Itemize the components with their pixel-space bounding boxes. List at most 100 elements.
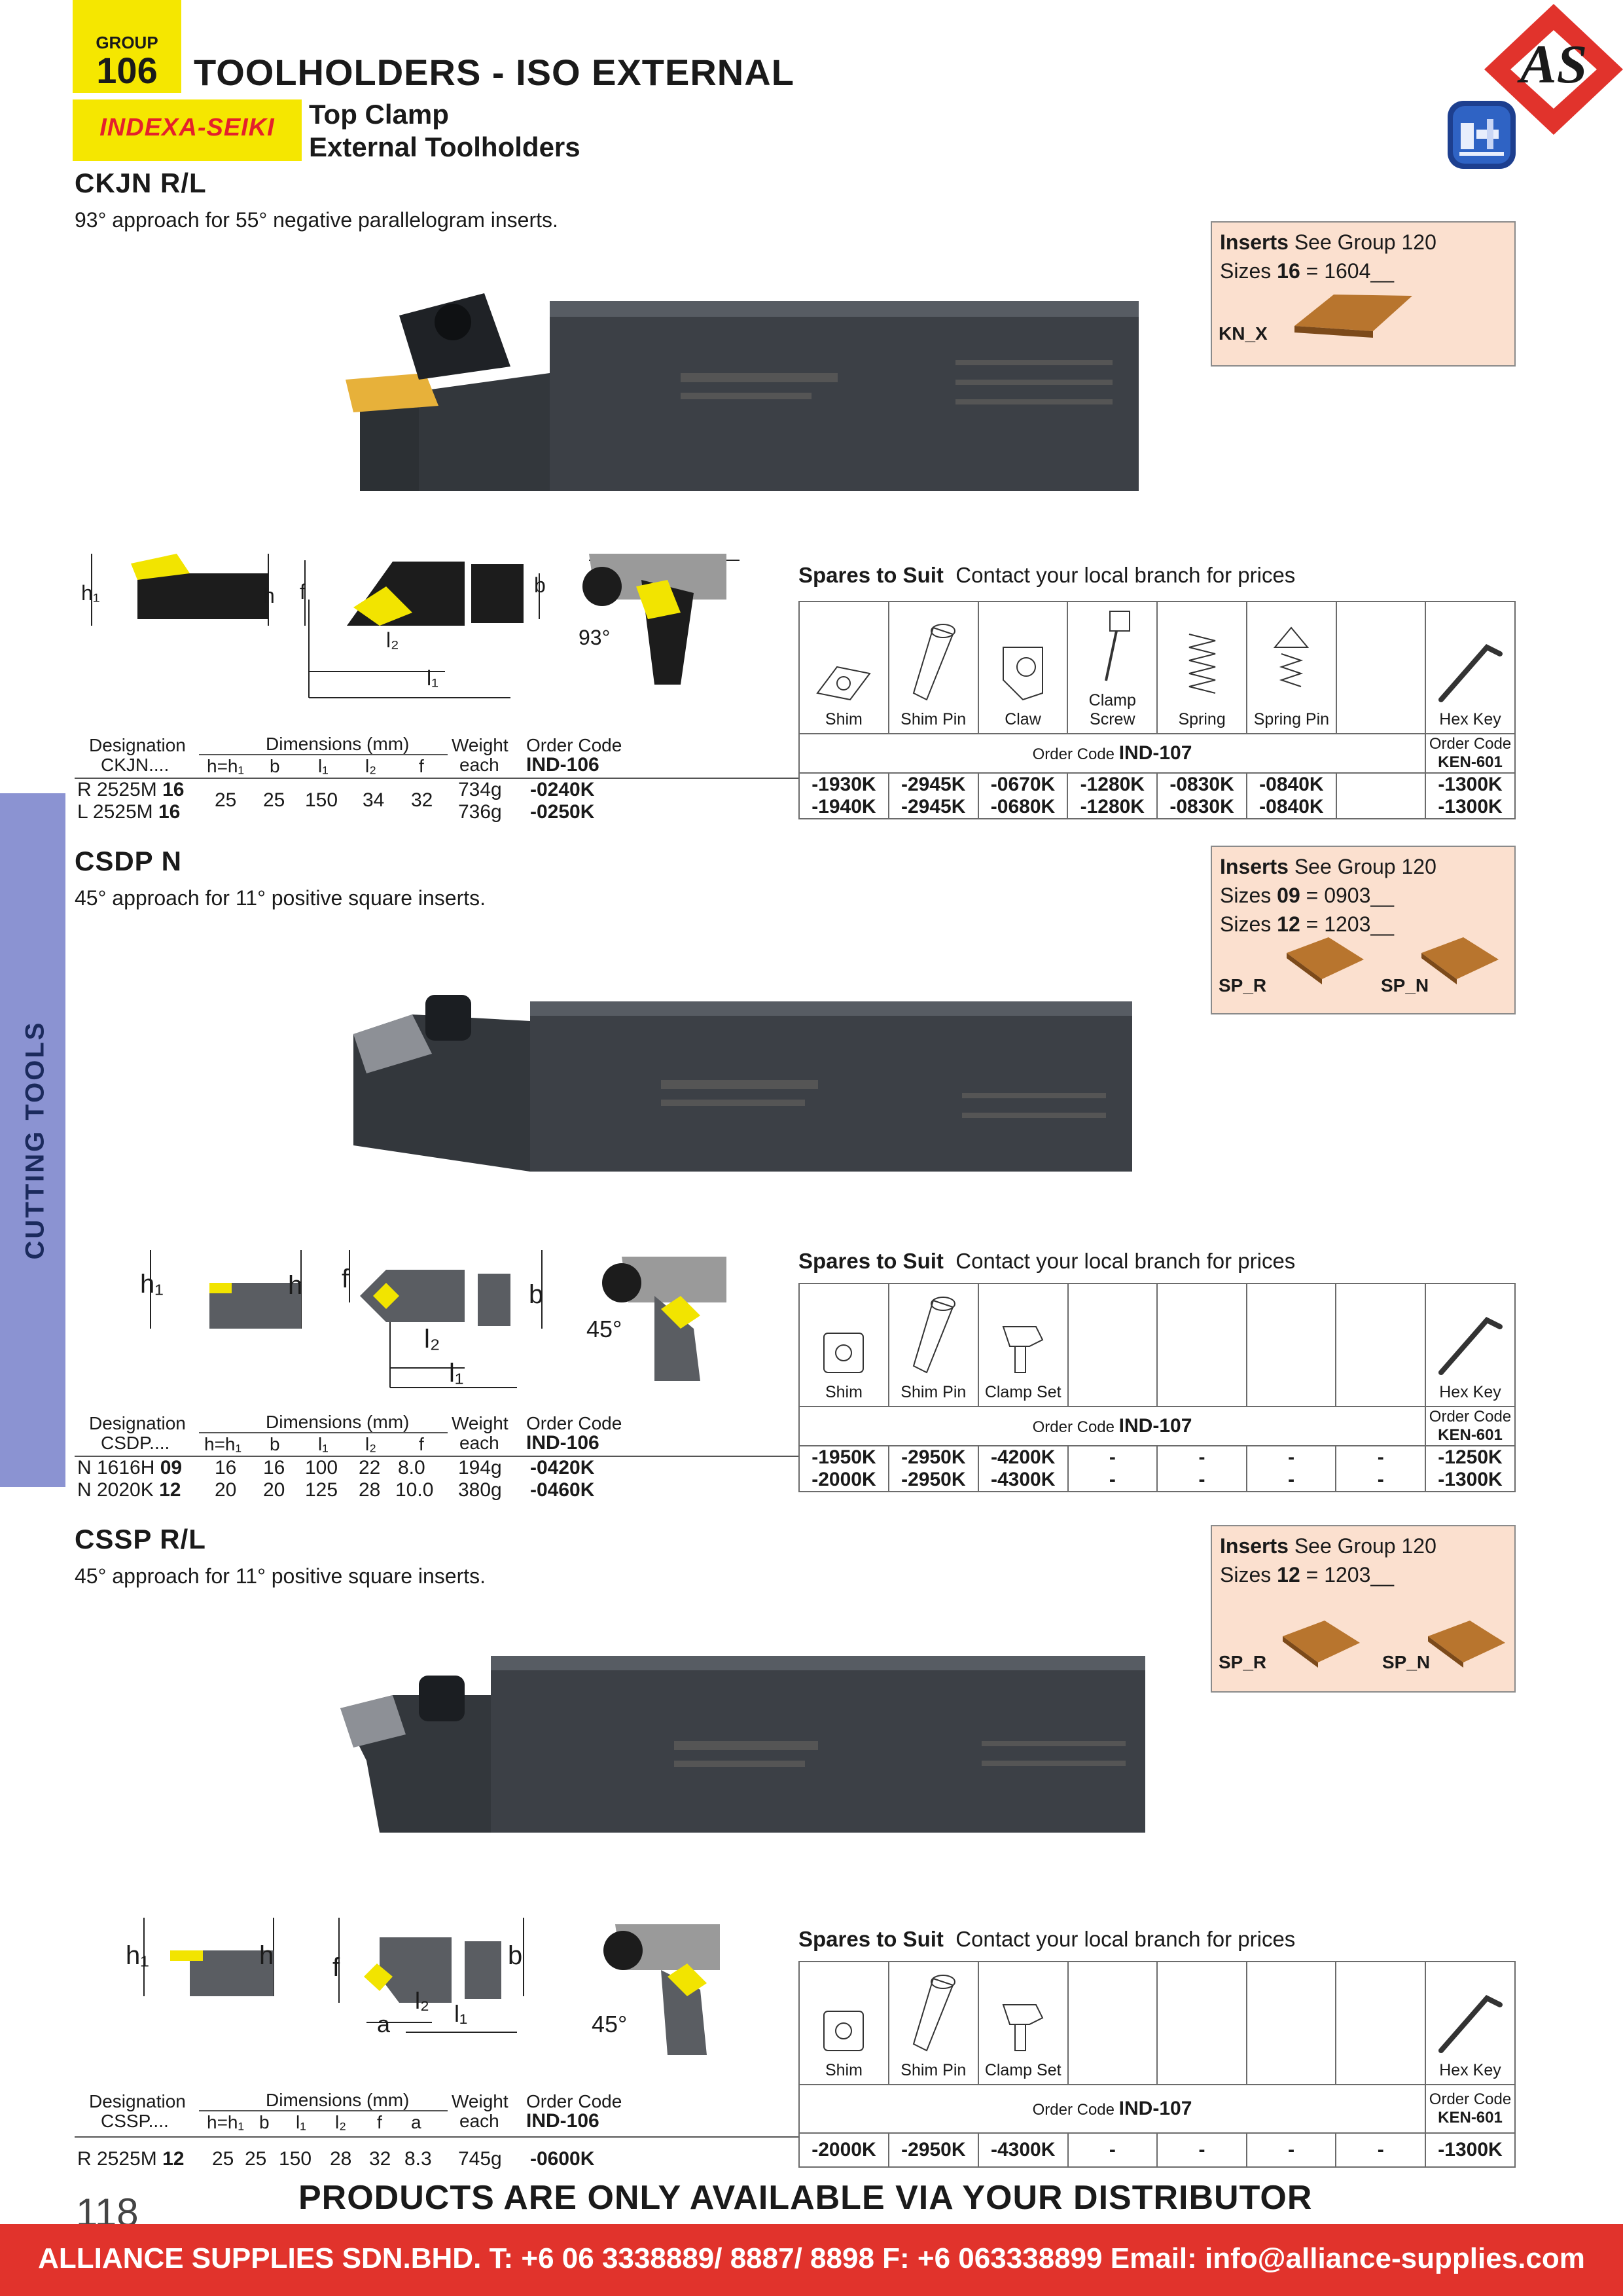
spare-code: --: [1156, 1445, 1247, 1492]
order-code-cell: Order Code IND-107: [798, 1406, 1426, 1446]
dim-value: 32: [411, 789, 433, 811]
inserts-box-ckjn: Inserts See Group 120 Sizes 16 = 1604__: [1211, 221, 1516, 367]
page-subtitle: Top Clamp External Toolholders: [309, 98, 580, 164]
spare-code: --: [1335, 1445, 1426, 1492]
spare-empty: [1335, 1961, 1426, 2085]
dim-label-l1: l₁: [427, 666, 438, 690]
inserts-group: See Group 120: [1294, 230, 1436, 254]
side-tab-label: CUTTING TOOLS: [20, 1020, 50, 1260]
shim-pin-icon: [913, 1975, 956, 2052]
dim-label-l2: l₂: [386, 628, 399, 652]
insert-label-sp-n: SP_N: [1381, 975, 1429, 996]
toolholder-photo-csdp: [353, 995, 1132, 1172]
col-f: f: [377, 2112, 382, 2132]
clamp-screw-icon: [1104, 611, 1130, 681]
section-title-cssp: CSSP R/L: [75, 1524, 206, 1554]
dim-label-h1: h₁: [126, 1941, 149, 1970]
hex-key-icon: [1438, 1995, 1503, 2053]
spare-clamp-set: Clamp Set: [977, 1961, 1069, 2085]
col-h: h=h₁: [207, 756, 244, 776]
spare-code: -1300K-1300K: [1425, 772, 1516, 819]
section-desc-csdp: 45° approach for 11° positive square ins…: [75, 886, 486, 910]
clamp-set-icon: [1002, 1326, 1044, 1373]
dim-label-h: h: [288, 1271, 303, 1300]
spare-empty: [1245, 1283, 1337, 1407]
insert-sp-n-icon: [1428, 1621, 1505, 1668]
dim-label-l2: l₂: [415, 1987, 429, 2014]
group-badge: [73, 0, 181, 93]
spares-heading-csdp: Spares to Suit Contact your local branch…: [798, 1249, 1296, 1273]
tech-drawing-csdp: [150, 1250, 726, 1388]
insert-sp-r-icon: [1287, 937, 1364, 984]
insert-size: 16: [1277, 259, 1300, 283]
spare-empty: [1067, 1961, 1158, 2085]
spare-empty: [1335, 1283, 1426, 1407]
spring-icon: [1188, 634, 1215, 694]
spare-claw: Claw: [977, 601, 1069, 734]
spare-empty: [1156, 1961, 1247, 2085]
spare-shim: Shim: [798, 1961, 889, 2085]
spare-empty: [1067, 1283, 1158, 1407]
col-f: f: [419, 756, 424, 776]
spare-code: -4300K: [977, 2132, 1069, 2168]
sizes-prefix: Sizes: [1220, 259, 1272, 283]
footer-contact: ALLIANCE SUPPLIES SDN.BHD. T: +6 06 3338…: [38, 2242, 1585, 2274]
col-l2: l₂: [365, 1434, 377, 1454]
col-l2: l₂: [365, 756, 377, 776]
spares-heading-cssp: Spares to Suit Contact your local branch…: [798, 1927, 1296, 1951]
spare-code: -: [1156, 2132, 1247, 2168]
spare-code: -2950K-2950K: [887, 1445, 979, 1492]
insert-kn-icon: [1294, 295, 1412, 338]
dim-label-h1: h₁: [140, 1270, 164, 1299]
dim-value: 25: [263, 789, 285, 811]
spare-hex-key: Hex Key: [1425, 1961, 1516, 2085]
distributor-note: PRODUCTS ARE ONLY AVAILABLE VIA YOUR DIS…: [298, 2179, 1313, 2217]
tech-drawing-ckjn: [91, 554, 740, 698]
toolholder-photo-cssp: [340, 1656, 1145, 1833]
brand-name: INDEXA-SEIKI: [99, 114, 275, 141]
dim-label-a: a: [377, 2011, 391, 2037]
inserts-label: Inserts: [1220, 230, 1289, 254]
shim-pin-icon: [913, 1297, 956, 1374]
spare-code: --: [1067, 1445, 1158, 1492]
subtitle-line-2: External Toolholders: [309, 132, 580, 162]
page-title: TOOLHOLDERS - ISO EXTERNAL: [194, 52, 794, 93]
spare-code: --: [1245, 1445, 1337, 1492]
spare-code: -0830K-0830K: [1156, 772, 1247, 819]
col-h: h=h₁: [207, 2112, 244, 2132]
col-f: f: [419, 1434, 424, 1454]
col-a: a: [411, 2112, 421, 2132]
spare-hex-key: Hex Key: [1425, 1283, 1516, 1407]
weight-value: 734g: [458, 779, 502, 800]
spare-code: -2950K: [887, 2132, 979, 2168]
dim-label-l2: l₂: [424, 1325, 440, 1354]
spare-clamp-set: Clamp Set: [977, 1283, 1069, 1407]
spare-empty: [1156, 1283, 1247, 1407]
spares-table-ckjn: Shim Shim Pin Claw Clamp Screw Spring Sp…: [798, 601, 1516, 819]
table-rule: [75, 778, 798, 779]
dim-label-b: b: [529, 1280, 544, 1309]
dim-label-f: f: [342, 1265, 349, 1293]
table-rule: [75, 2136, 798, 2138]
lathe-icon: [1448, 101, 1516, 169]
spares-heading-ckjn: Spares to Suit Contact your local branch…: [798, 563, 1296, 587]
table-rule: [75, 1456, 798, 1457]
col-b: b: [259, 2112, 270, 2132]
section-desc-cssp: 45° approach for 11° positive square ins…: [75, 1564, 486, 1588]
dimensions-header: Dimensions (mm): [266, 1412, 410, 1432]
dim-label-l1: l₁: [449, 1359, 464, 1388]
dim-label-b: b: [508, 1941, 523, 1970]
shim-pin-icon: [912, 624, 956, 701]
insert-label-sp-r: SP_R: [1219, 1652, 1267, 1672]
section-title-csdp: CSDP N: [75, 846, 182, 876]
spare-code: [1335, 772, 1427, 819]
insert-label-sp-r: SP_R: [1219, 975, 1267, 996]
spares-table-csdp: Shim Shim Pin Clamp Set Hex Key Order Co…: [798, 1283, 1516, 1492]
footer-bar: [0, 2224, 1623, 2296]
insert-sp-r-icon: [1283, 1621, 1360, 1668]
